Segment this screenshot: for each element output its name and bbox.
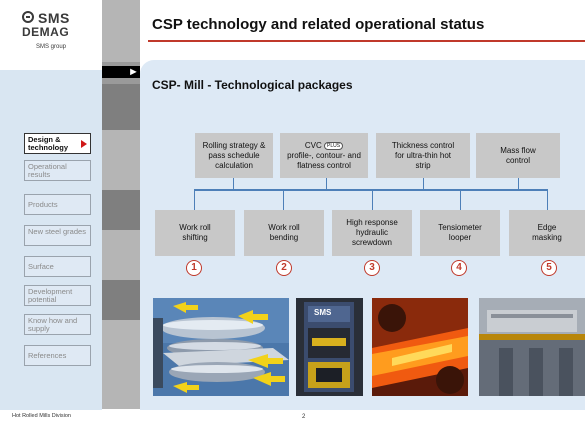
- package-box-rolling-strategy: Rolling strategy & pass schedule calcula…: [195, 133, 273, 178]
- stripe-segment: [102, 230, 140, 280]
- package-box-cvc: CVC PLUS profile-, contour- and flatness…: [280, 133, 368, 178]
- package-box-edge-masking: Edge masking: [509, 210, 585, 256]
- stripe-segment: [102, 280, 140, 320]
- nav-item-label: References: [28, 351, 67, 360]
- edge-masking-photo: [479, 298, 585, 396]
- connector-line: [423, 178, 424, 190]
- nav-item-products[interactable]: Products: [24, 194, 91, 215]
- nav-item-operational-results[interactable]: Operational results: [24, 160, 91, 181]
- package-label: Edge masking: [532, 223, 562, 242]
- cvc-plus-badge: PLUS: [324, 141, 344, 150]
- logo-brand-sub: SMS group: [36, 44, 67, 50]
- active-pointer-icon: [81, 140, 87, 148]
- nav-item-label: Know how and supply: [28, 316, 78, 333]
- package-box-mass-flow: Mass flow control: [476, 133, 560, 178]
- nav-item-label: New steel grades: [28, 227, 86, 236]
- connector-line: [283, 189, 284, 210]
- connector-bus: [194, 189, 547, 191]
- stripe-segment: [102, 190, 140, 230]
- package-box-work-roll-shifting: Work roll shifting: [155, 210, 235, 256]
- package-label: Mass flow control: [500, 145, 536, 165]
- nav-item-know-how-supply[interactable]: Know how and supply: [24, 314, 91, 335]
- page-title: CSP technology and related operational s…: [152, 16, 485, 33]
- logo-brand-line1: SMS: [38, 10, 70, 26]
- number-badge: 1: [186, 260, 202, 276]
- number-badge: 4: [451, 260, 467, 276]
- nav-item-references[interactable]: References: [24, 345, 91, 366]
- logo-area: [0, 0, 102, 62]
- connector-line: [372, 189, 373, 210]
- package-label: Work roll shifting: [179, 223, 211, 242]
- play-arrow-icon: ►: [128, 66, 139, 78]
- nav-item-label: Operational results: [28, 162, 67, 179]
- stripe-segment: [102, 320, 140, 409]
- package-label: Thickness control for ultra-thin hot str…: [391, 140, 455, 170]
- nav-item-design-technology[interactable]: Design & technology: [24, 133, 91, 154]
- sms-logo-icon: [22, 11, 34, 23]
- mill-stand-photo: SMS: [296, 298, 363, 396]
- connector-line: [547, 189, 548, 210]
- package-label: Tensiometer looper: [438, 223, 482, 242]
- photo-caption: SMS: [314, 308, 332, 317]
- connector-line: [326, 178, 327, 190]
- nav-item-label: Products: [28, 200, 58, 209]
- section-title: CSP- Mill - Technological packages: [152, 78, 353, 92]
- package-box-work-roll-bending: Work roll bending: [244, 210, 324, 256]
- nav-item-label: Development potential: [28, 287, 73, 304]
- stripe-segment: [102, 0, 140, 62]
- package-box-hydraulic-screwdown: High response hydraulic screwdown: [332, 210, 412, 256]
- connector-line: [233, 178, 234, 190]
- stripe-segment: [102, 84, 140, 130]
- title-divider: [148, 40, 585, 42]
- package-box-tensiometer-looper: Tensiometer looper: [420, 210, 500, 256]
- footer-division: Hot Rolled Mills Division: [12, 413, 71, 419]
- hot-strip-photo: [372, 298, 468, 396]
- nav-item-new-steel-grades[interactable]: New steel grades: [24, 225, 91, 246]
- nav-item-label: Design & technology: [28, 135, 69, 152]
- number-badge: 5: [541, 260, 557, 276]
- nav-item-development-potential[interactable]: Development potential: [24, 285, 91, 306]
- section-marker: [102, 66, 140, 78]
- nav-item-surface[interactable]: Surface: [24, 256, 91, 277]
- nav-item-label: Surface: [28, 262, 54, 271]
- package-box-thickness-control: Thickness control for ultra-thin hot str…: [376, 133, 470, 178]
- package-label: Rolling strategy & pass schedule calcula…: [202, 140, 266, 170]
- stripe-segment: [102, 130, 140, 190]
- package-label: CVC PLUS profile-, contour- and flatness…: [287, 140, 361, 170]
- number-badge: 3: [364, 260, 380, 276]
- page-number: 2: [302, 414, 306, 420]
- connector-line: [460, 189, 461, 210]
- connector-line: [518, 178, 519, 190]
- work-roll-diagram: [153, 298, 289, 396]
- package-label: Work roll bending: [268, 223, 300, 242]
- connector-line: [194, 189, 195, 210]
- package-label: High response hydraulic screwdown: [346, 218, 398, 247]
- logo-brand-line2: DEMAG: [22, 25, 70, 39]
- number-badge: 2: [276, 260, 292, 276]
